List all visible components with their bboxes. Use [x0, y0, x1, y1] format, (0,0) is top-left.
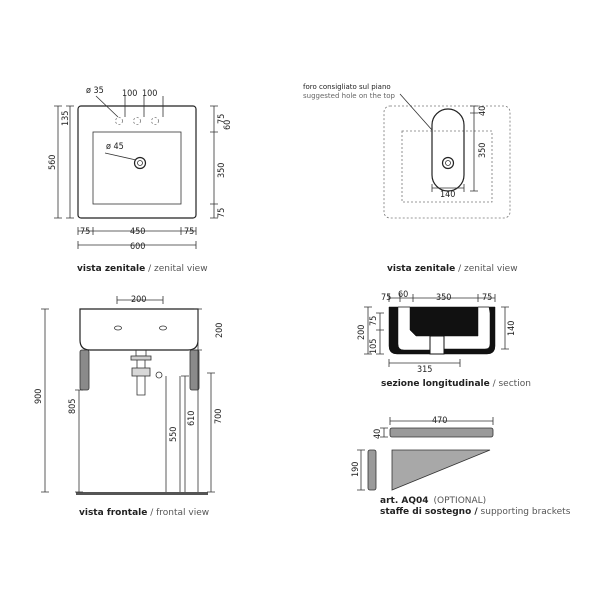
dim-d900: 900	[34, 389, 44, 404]
dim-d40: 40	[478, 106, 488, 116]
dim-d100a: 100	[122, 89, 137, 99]
dim-s200: 200	[357, 325, 367, 340]
section-profile	[388, 306, 496, 355]
hole-drain	[441, 156, 455, 170]
basin-bowl	[92, 131, 182, 205]
dim-d600: 600	[130, 242, 145, 252]
tap-hole-right	[151, 117, 159, 125]
note-line2: suggested hole on the top	[303, 92, 396, 100]
caption-zenital-left: vista zenitale / zenital view	[77, 264, 208, 274]
dim-d45: ø 45	[106, 142, 124, 152]
dim-b40: 40	[373, 429, 383, 439]
bracket-profile	[391, 449, 491, 491]
dim-d140-right: 140	[440, 190, 455, 200]
dim-d560: 560	[48, 155, 58, 170]
dim-s60: 60	[398, 290, 408, 300]
dim-d550: 550	[169, 427, 179, 442]
section-drain	[429, 335, 445, 355]
floor-line	[76, 492, 208, 495]
article-line: art. AQ04(OPTIONAL)	[380, 496, 486, 506]
dim-d700: 700	[214, 409, 224, 424]
tap-hole-center	[133, 117, 141, 125]
suggested-hole	[431, 108, 465, 192]
zenital-view-basin: ø 35 100 100 ø 45 135 560 75 60 350 75 7…	[48, 86, 233, 274]
dim-s105: 105	[369, 339, 379, 354]
countertop-outline	[383, 105, 511, 219]
bracket-side	[367, 449, 377, 491]
dim-d100b: 100	[142, 89, 157, 99]
dim-d35: ø 35	[86, 86, 104, 96]
dim-d75d: 75	[184, 227, 194, 237]
dim-s350: 350	[436, 293, 451, 303]
dim-s75b: 75	[482, 293, 492, 303]
caption-zenital-right: vista zenitale / zenital view	[387, 264, 518, 274]
dim-b190: 190	[351, 462, 361, 477]
drain	[133, 156, 147, 170]
dim-d75c: 75	[80, 227, 90, 237]
dim-d610: 610	[187, 411, 197, 426]
dim-d60: 60	[223, 120, 233, 130]
brackets-view: 470 40 190 art. AQ04(OPTIONAL) staffe di…	[351, 416, 571, 517]
caption-section: sezione longitudinale / section	[381, 379, 531, 389]
dim-d200-top: 200	[131, 295, 146, 305]
basin-front	[79, 308, 199, 351]
section-view: 75 60 350 75 200 105 75 140 315 sezione …	[357, 290, 531, 389]
bracket-top-bar	[389, 427, 494, 438]
dim-d75a: 75	[217, 114, 227, 124]
dim-d135: 135	[61, 111, 71, 126]
caption-brackets: staffe di sostegno / supporting brackets	[380, 507, 571, 517]
dim-b470: 470	[432, 416, 447, 426]
tap-hole-left	[115, 117, 123, 125]
bracket-left	[79, 349, 90, 391]
dim-d350-right: 350	[478, 143, 488, 158]
dim-s75c: 75	[369, 316, 379, 326]
dim-s75a: 75	[381, 293, 391, 303]
dim-d350: 350	[217, 163, 227, 178]
dim-d450: 450	[130, 227, 145, 237]
dim-s140: 140	[507, 321, 517, 336]
basin-outline	[77, 105, 197, 219]
zenital-view-hole: foro consigliato sul piano suggested hol…	[303, 83, 518, 274]
hole-area	[401, 130, 493, 203]
caption-frontal: vista frontale / frontal view	[79, 508, 209, 518]
dim-d805: 805	[68, 399, 78, 414]
note-line1: foro consigliato sul piano	[303, 83, 391, 91]
frontal-view: 200 200 900 805 550 610 700 vista fronta…	[34, 295, 225, 518]
dim-d75b: 75	[217, 208, 227, 218]
dim-s315: 315	[417, 365, 432, 375]
drain-pipe	[165, 376, 181, 492]
dim-d200-side: 200	[215, 323, 225, 338]
